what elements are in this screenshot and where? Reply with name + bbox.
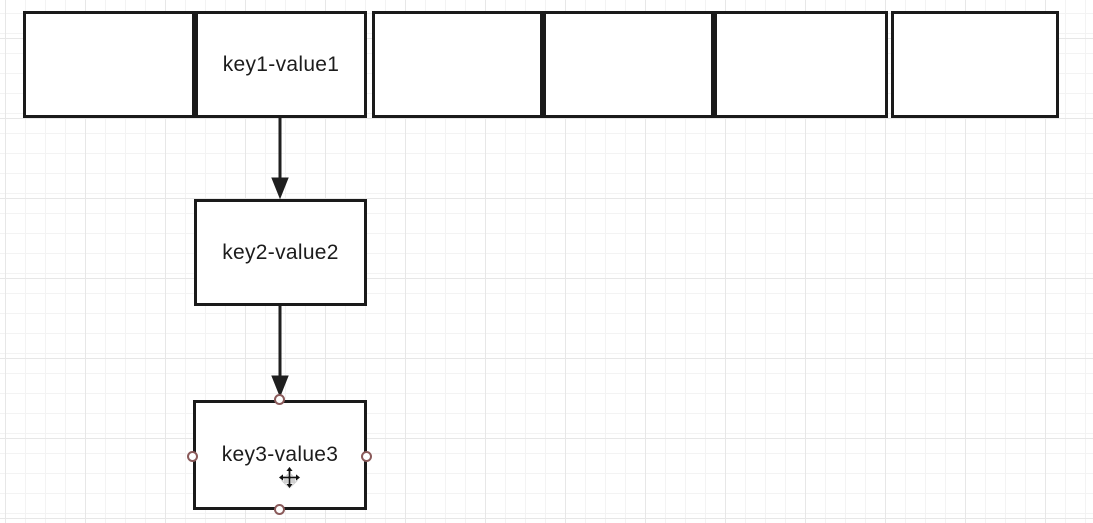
bucket-cell-4[interactable] [714, 11, 888, 118]
chain-node-key3[interactable]: key3-value3 [193, 400, 367, 510]
arrow-key2-to-key3[interactable] [271, 306, 289, 398]
bucket-cell-0[interactable] [23, 11, 195, 118]
move-cursor-icon [278, 466, 301, 489]
connection-point-bottom[interactable] [274, 504, 285, 515]
chain-node-key3-label: key3-value3 [221, 443, 339, 466]
connection-point-right[interactable] [361, 451, 372, 462]
arrow-key1-to-key2[interactable] [271, 118, 289, 200]
chain-node-key2-label: key2-value2 [222, 240, 339, 264]
bucket-cell-1-label: key1-value1 [222, 52, 340, 76]
connection-point-top[interactable] [274, 394, 285, 405]
bucket-cell-3[interactable] [543, 11, 714, 118]
bucket-cell-2[interactable] [372, 11, 543, 118]
bucket-cell-5[interactable] [891, 11, 1059, 118]
connection-point-left[interactable] [187, 451, 198, 462]
chain-node-key2[interactable]: key2-value2 [194, 199, 367, 306]
bucket-cell-1[interactable]: key1-value1 [195, 11, 367, 118]
